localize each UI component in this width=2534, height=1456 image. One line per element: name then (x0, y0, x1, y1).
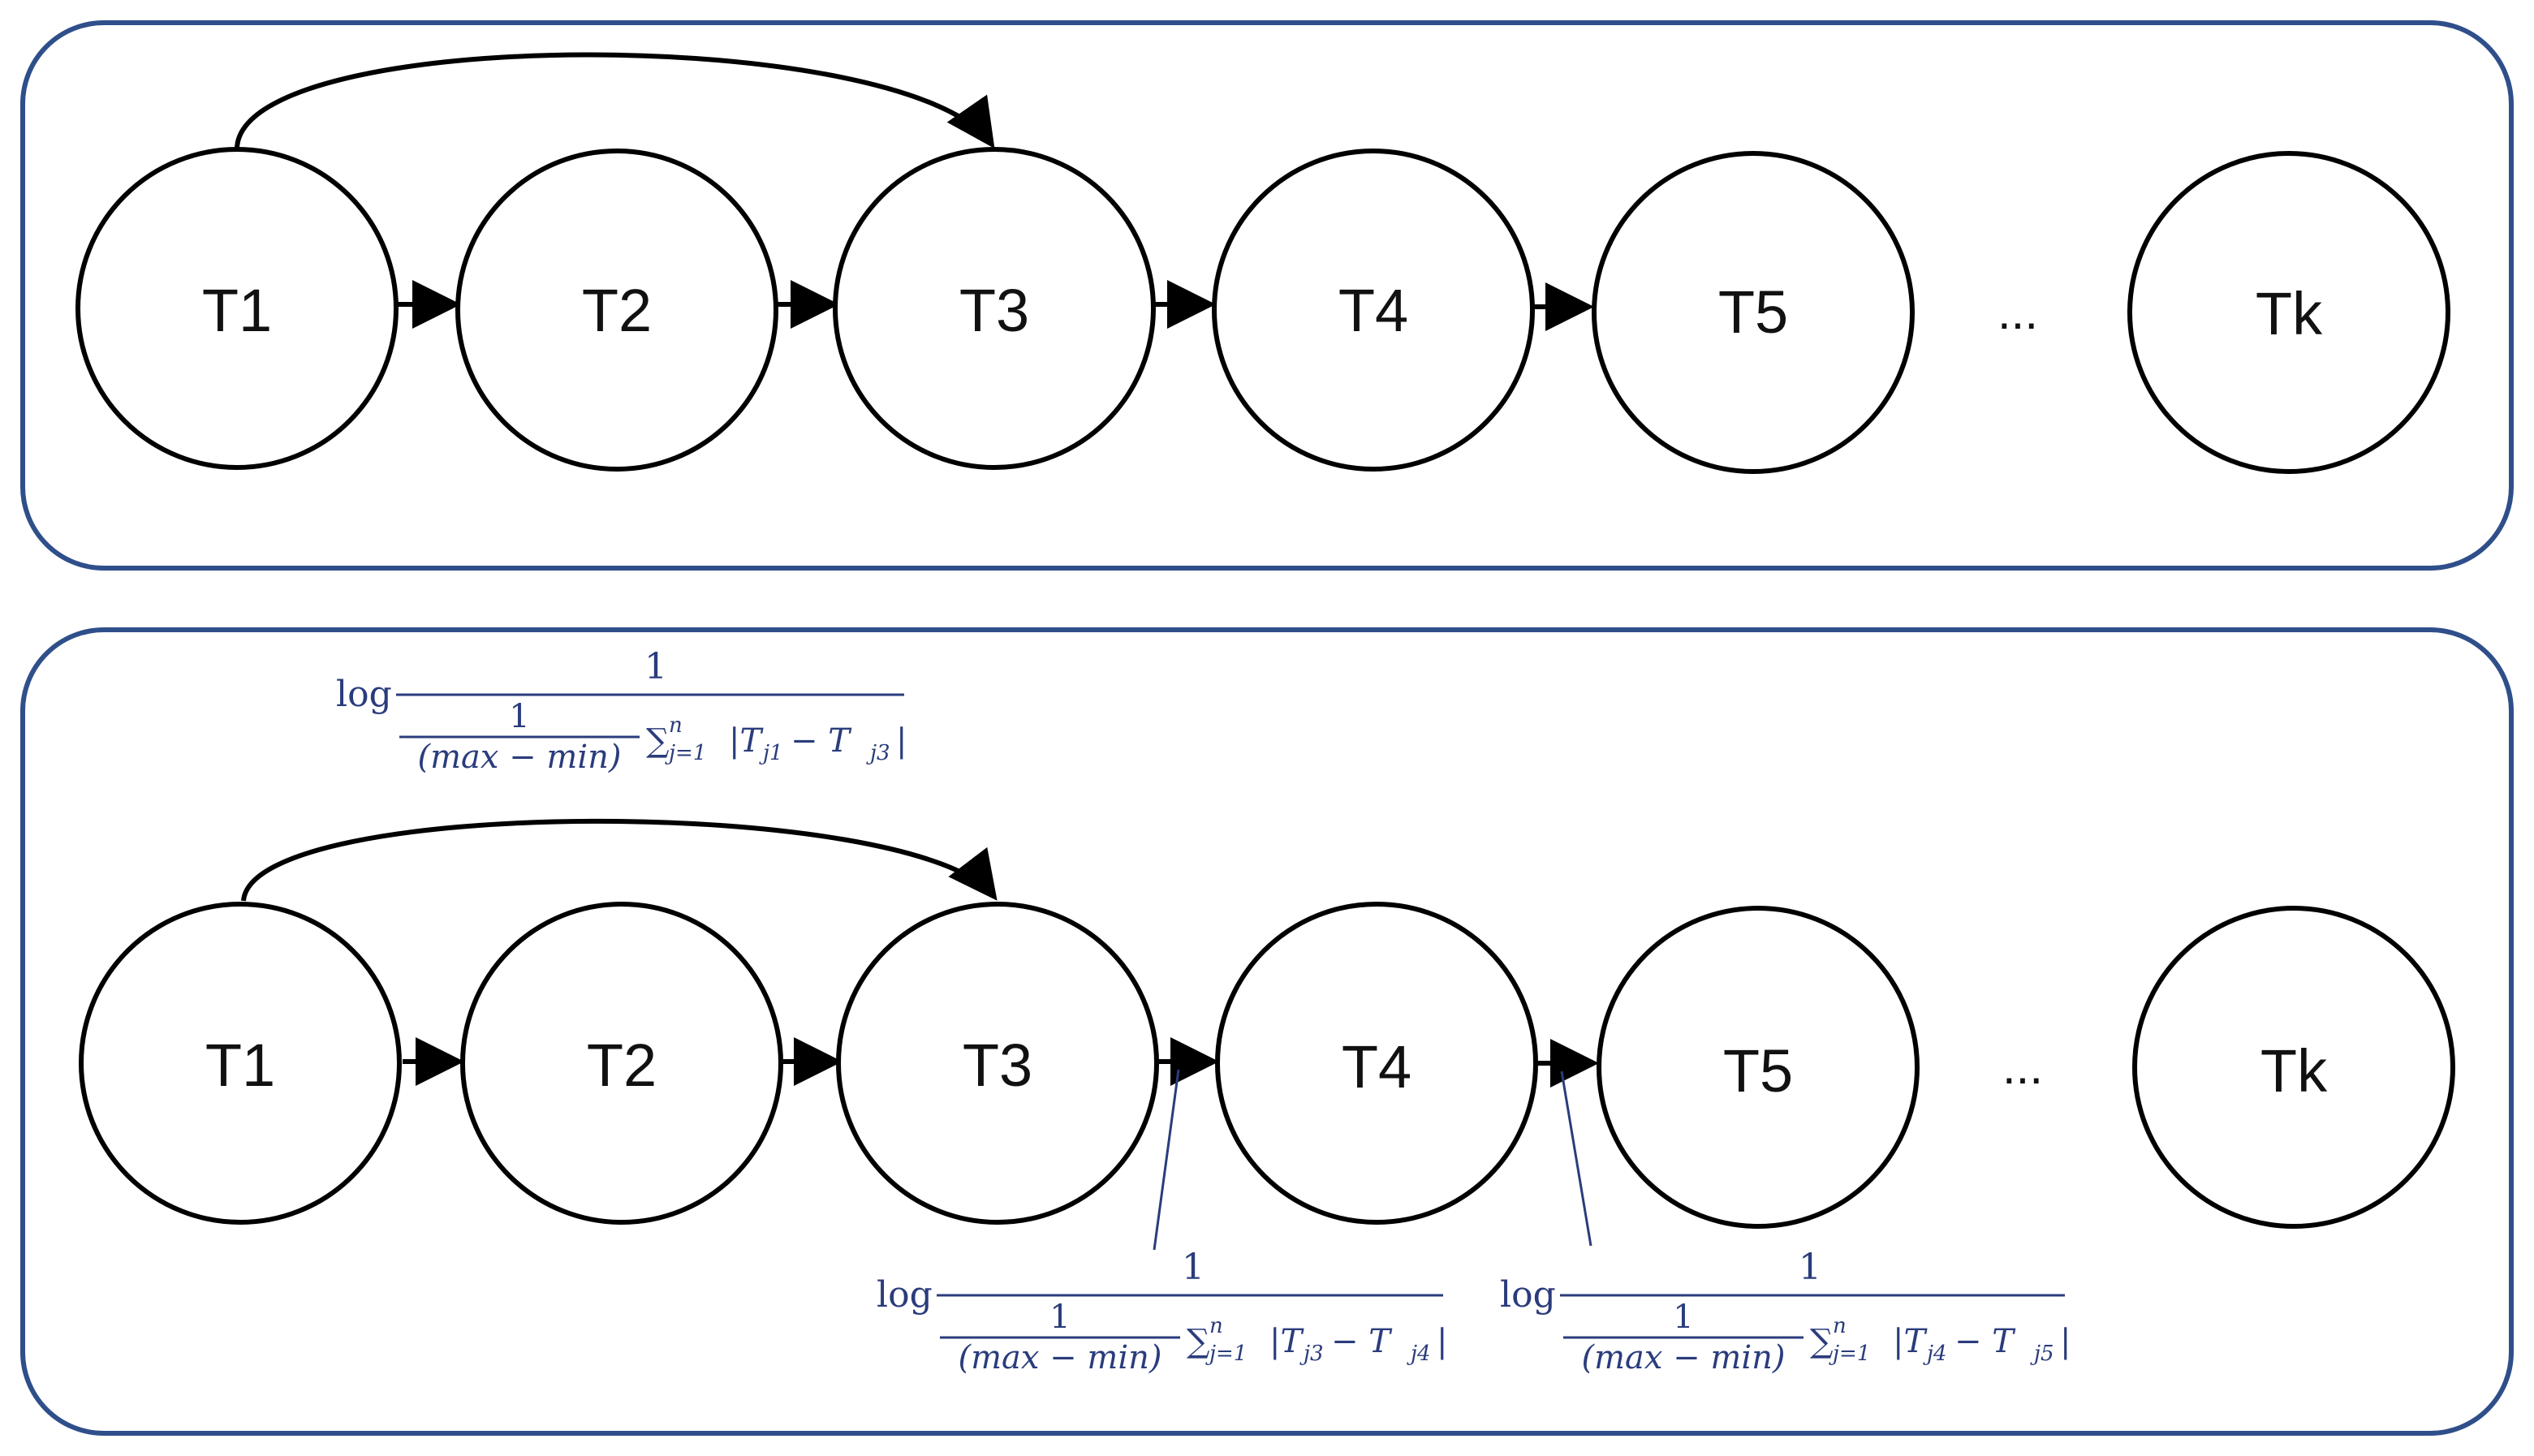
bottom-node-label-t2: T2 (587, 1032, 657, 1099)
top-node-t4 (1212, 149, 1535, 472)
formula-log: log (877, 1274, 933, 1316)
formula-sum-sup: n (669, 713, 683, 738)
top-ellipsis: ... (1997, 285, 2038, 339)
formula-inner-numerator: 1 (1049, 1299, 1070, 1336)
formula-minus-term: − T (1954, 1323, 2016, 1360)
formula-sum-symbol: ∑ (1187, 1323, 1210, 1360)
formula-term-a-sub: j3 (1299, 1342, 1324, 1366)
bottom-node-t1 (79, 902, 402, 1225)
formula-t3-t4: log 1 1 (max − min) ∑ n j=1 |T j3 − T j4… (877, 1247, 1447, 1376)
formula-inner-numerator: 1 (509, 698, 529, 735)
formula-minus-term: − T (1331, 1323, 1393, 1360)
top-skip-edge-t1-t3 (235, 52, 995, 149)
bottom-skip-edge-t1-t3 (241, 818, 998, 902)
top-node-label-t2: T2 (582, 277, 652, 344)
formula-term-b-sub: j4 (1407, 1342, 1431, 1366)
formula-sum-sub: j=1 (1205, 1342, 1247, 1366)
formula-sum-sub: j=1 (665, 741, 706, 765)
bottom-node-t5 (1597, 906, 1920, 1229)
bottom-node-label-t1: T1 (205, 1032, 275, 1099)
bottom-node-tk (2132, 906, 2455, 1229)
formula-inner-denominator: (max − min) (1582, 1339, 1786, 1376)
formula-leader-t4-t5 (1560, 1070, 1592, 1247)
formula-sum-symbol: ∑ (646, 722, 670, 760)
formula-log: log (336, 674, 392, 715)
top-node-label-t4: T4 (1338, 277, 1408, 344)
formula-abs-open: |T (1893, 1323, 1928, 1360)
formula-abs-close: | (2060, 1323, 2071, 1360)
top-node-t1 (75, 147, 399, 470)
formula-numerator: 1 (1182, 1247, 1205, 1288)
top-node-label-t5: T5 (1718, 278, 1788, 346)
bottom-node-t4 (1215, 902, 1538, 1225)
top-node-t2 (455, 149, 778, 472)
top-panel-border (20, 20, 2514, 571)
bottom-node-label-t5: T5 (1723, 1037, 1793, 1105)
formula-t4-t5: log 1 1 (max − min) ∑ n j=1 |T j4 − T j5… (1500, 1247, 2071, 1376)
bottom-node-t2 (460, 902, 783, 1225)
formula-term-b-sub: j3 (866, 741, 890, 765)
formula-inner-denominator: (max − min) (959, 1339, 1162, 1376)
top-node-label-tk: Tk (2256, 280, 2323, 347)
formula-minus-term: − T (791, 722, 852, 760)
bottom-panel: T1 T2 T3 T4 T5 Tk ... log 1 1 (max − min… (20, 627, 2514, 1436)
bottom-node-t3 (836, 902, 1159, 1225)
top-node-tk (2127, 151, 2450, 474)
formula-numerator: 1 (1799, 1247, 1821, 1288)
formula-inner-numerator: 1 (1673, 1299, 1693, 1336)
top-node-label-t3: T3 (959, 277, 1029, 344)
top-node-label-t1: T1 (202, 277, 272, 344)
formula-leader-t3-t4 (1153, 1069, 1180, 1251)
bottom-node-label-t4: T4 (1342, 1033, 1411, 1101)
formula-sum-sub: j=1 (1829, 1342, 1870, 1366)
formula-term-a-sub: j4 (1923, 1342, 1947, 1366)
bottom-node-label-tk: Tk (2260, 1037, 2328, 1105)
formula-log: log (1500, 1274, 1556, 1316)
bottom-panel-border (20, 627, 2514, 1436)
formula-term-b-sub: j5 (2030, 1342, 2054, 1366)
bottom-node-label-t3: T3 (963, 1032, 1032, 1099)
formula-sum-sup: n (1209, 1314, 1223, 1338)
formula-abs-close: | (1437, 1323, 1447, 1360)
formula-abs-open: |T (729, 722, 764, 760)
top-panel: T1 T2 T3 T4 T5 Tk ... (20, 20, 2514, 571)
formula-inner-denominator: (max − min) (418, 739, 622, 776)
top-node-t5 (1592, 151, 1915, 474)
formula-t1-t3: log 1 1 (max − min) ∑ n j=1 |T j1 − T j3… (336, 646, 907, 776)
formula-term-a-sub: j1 (759, 741, 783, 765)
formula-abs-open: |T (1269, 1323, 1304, 1360)
formula-sum-symbol: ∑ (1810, 1323, 1834, 1360)
bottom-ellipsis: ... (2002, 1040, 2043, 1094)
formula-abs-close: | (896, 722, 907, 760)
formula-sum-sup: n (1833, 1314, 1847, 1338)
formula-numerator: 1 (644, 646, 667, 687)
top-node-t3 (833, 147, 1156, 470)
